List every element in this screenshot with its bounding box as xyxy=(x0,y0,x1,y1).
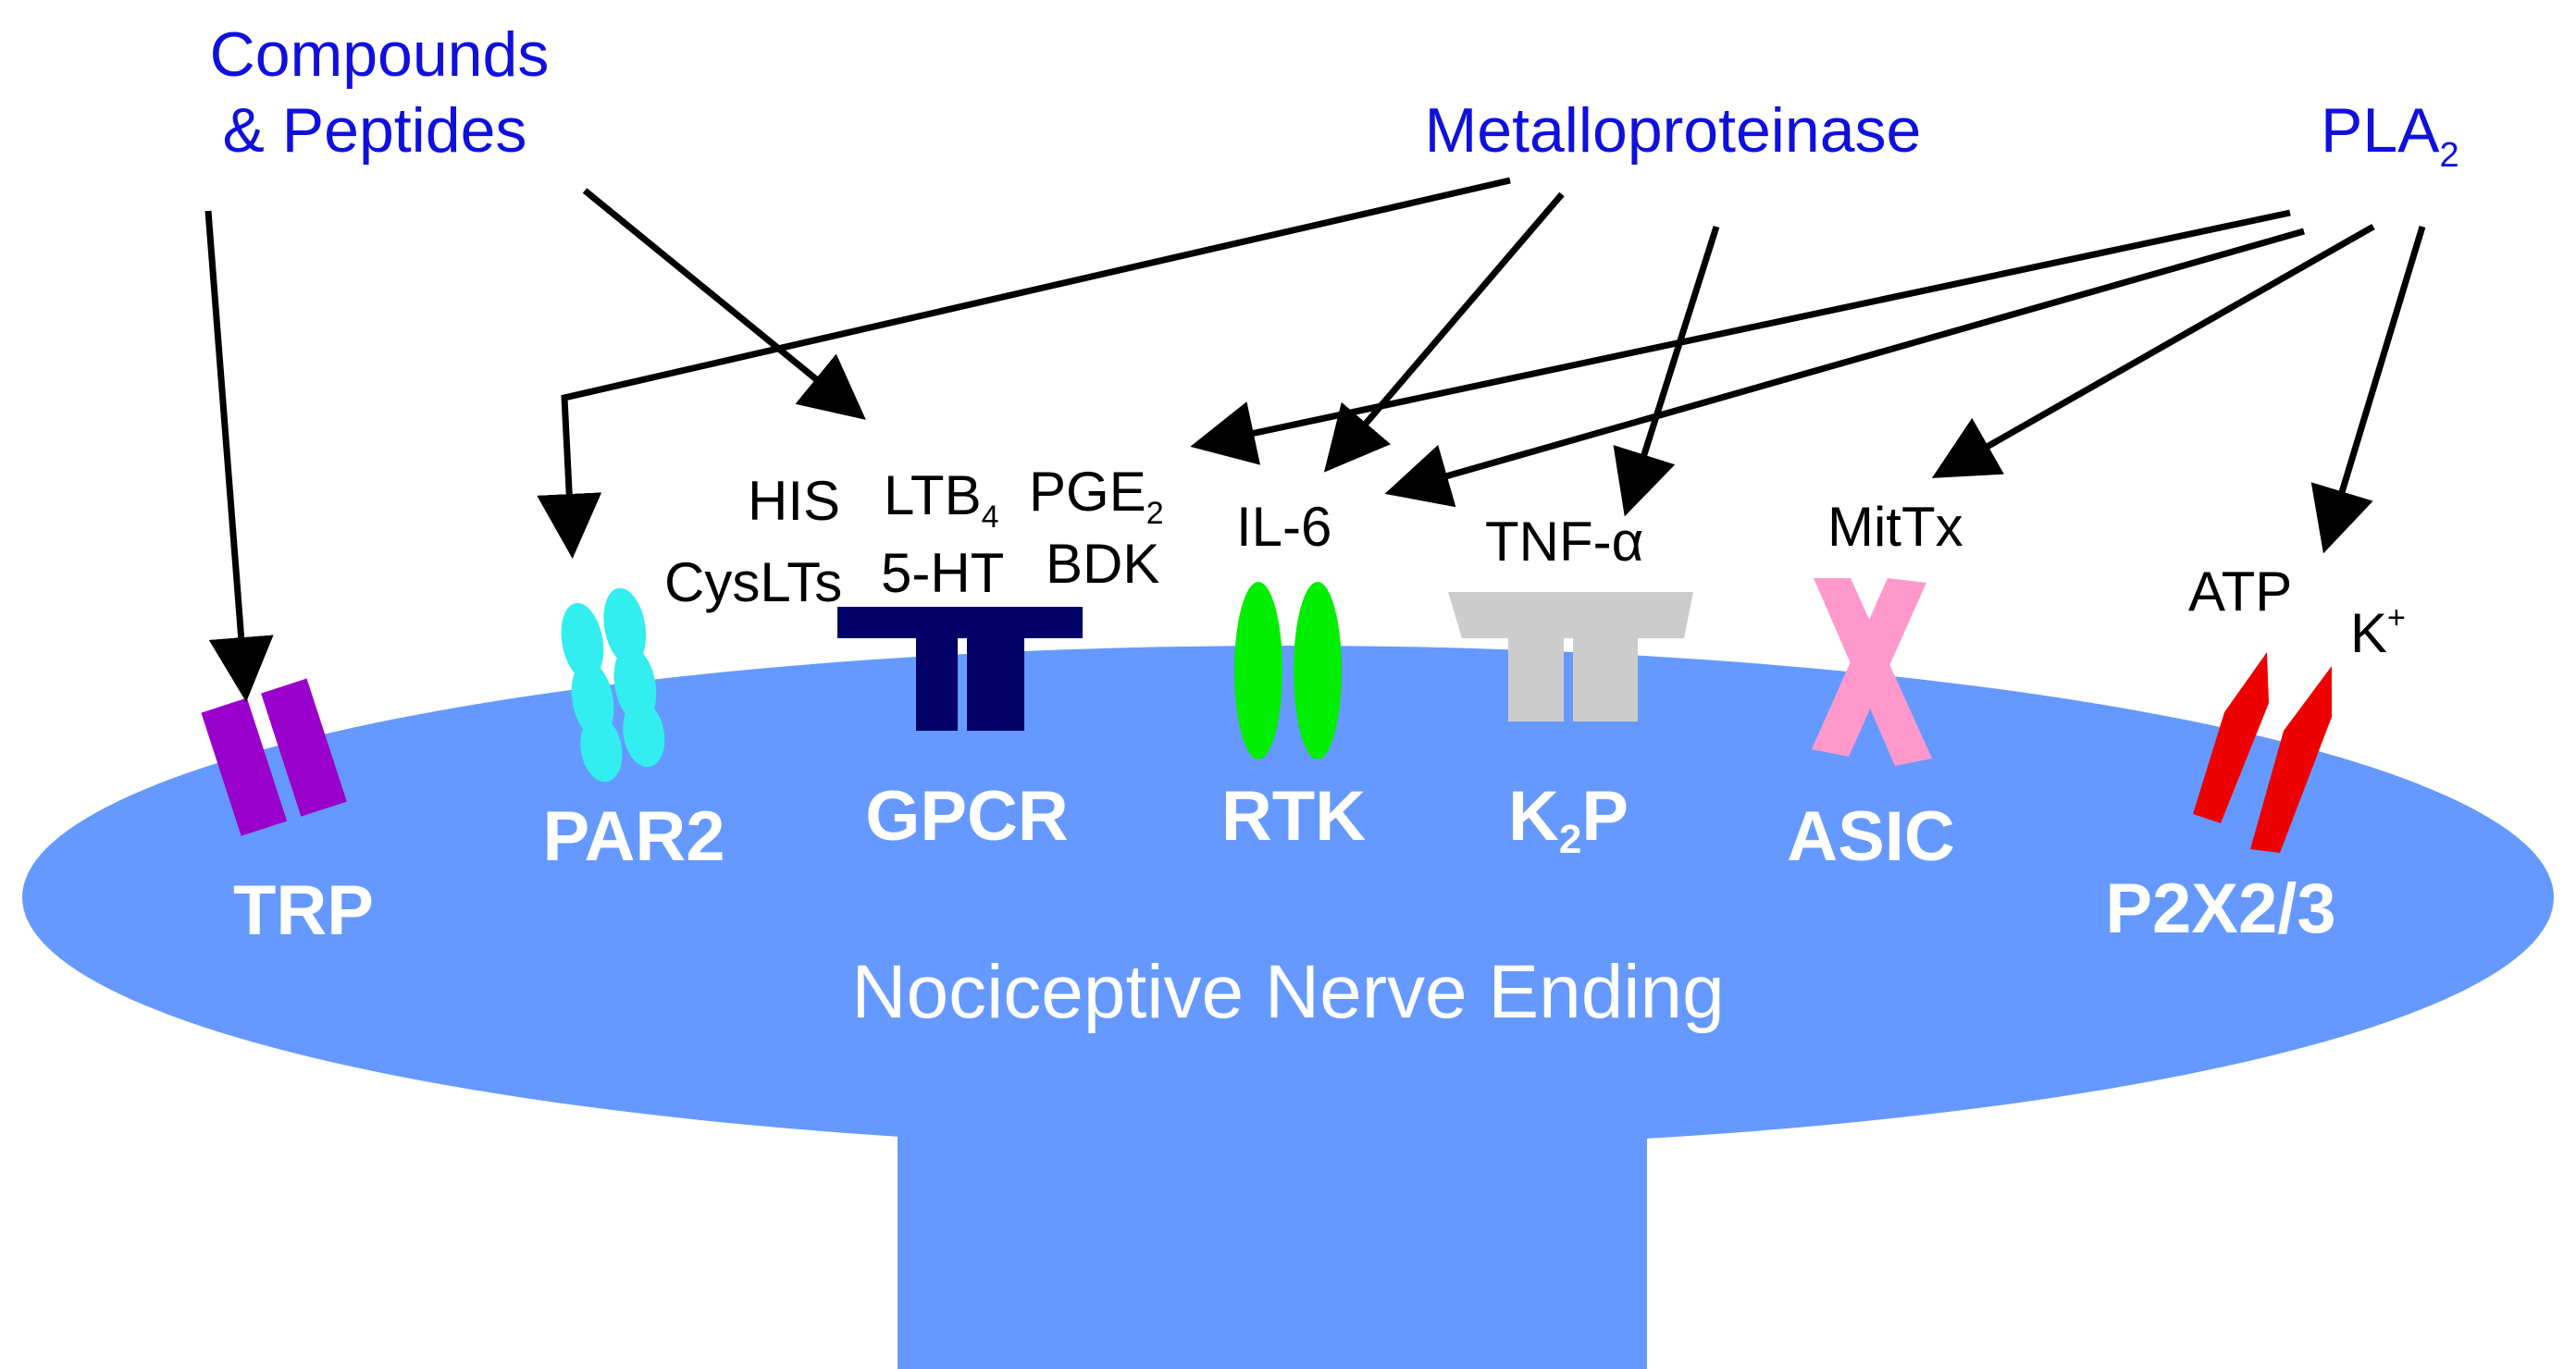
gpcr-receptor xyxy=(837,607,1083,731)
nerve-membrane xyxy=(22,646,2554,1149)
par2-label: PAR2 xyxy=(542,797,724,876)
bdk-label: BDK xyxy=(1046,533,1159,595)
compounds-label-line1: Compounds xyxy=(210,19,550,90)
par2-receptor xyxy=(561,587,665,783)
his-label: HIS xyxy=(748,470,840,532)
pla2-label: PLA2 xyxy=(2321,95,2459,175)
5ht-label: 5-HT xyxy=(881,542,1004,604)
gpcr-label: GPCR xyxy=(865,777,1069,856)
compounds-label-line2: & Peptides xyxy=(223,95,527,166)
asic-receptor xyxy=(1812,578,1932,766)
arrow-pla2-il6 xyxy=(1384,228,2305,508)
ltb4-label: LTB4 xyxy=(884,464,999,535)
rtk-label: RTK xyxy=(1221,777,1366,856)
k-ion-label: K+ xyxy=(2350,600,2406,664)
p2x-receptor xyxy=(2193,652,2332,853)
nerve-ending-label: Nociceptive Nerve Ending xyxy=(851,950,1724,1034)
mittx-label: MitTx xyxy=(1827,496,1963,558)
asic-label: ASIC xyxy=(1787,797,1955,876)
pge2-label: PGE2 xyxy=(1029,461,1164,531)
atp-label: ATP xyxy=(2188,561,2292,623)
rtk-receptor xyxy=(1234,582,1342,759)
arrow-compounds-gpcr xyxy=(582,188,866,420)
tnf-label: TNF-α xyxy=(1485,511,1643,573)
nerve-ending xyxy=(22,646,2554,1369)
il6-label: IL-6 xyxy=(1236,496,1331,558)
cyslts-label: CysLTs xyxy=(664,551,842,613)
arrow-metallo-tnf xyxy=(1613,225,1720,517)
metalloproteinase-label: Metalloproteinase xyxy=(1425,95,1922,166)
arrows xyxy=(204,177,2426,702)
k2p-receptor xyxy=(1448,592,1693,722)
arrow-compounds-trp xyxy=(204,210,274,702)
trp-receptor xyxy=(201,678,347,836)
arrow-pla2-atp xyxy=(2310,225,2426,554)
p2x-label: P2X2/3 xyxy=(2105,870,2335,948)
arrow-metallo-il6 xyxy=(1323,191,1565,473)
trp-label: TRP xyxy=(233,871,374,950)
arrow-pla2-pge2 xyxy=(1190,209,2291,465)
arrow-pla2-mittx xyxy=(1931,223,2375,478)
k2p-label: K2P xyxy=(1508,777,1629,862)
arrow-metallo-par2 xyxy=(537,177,1511,559)
